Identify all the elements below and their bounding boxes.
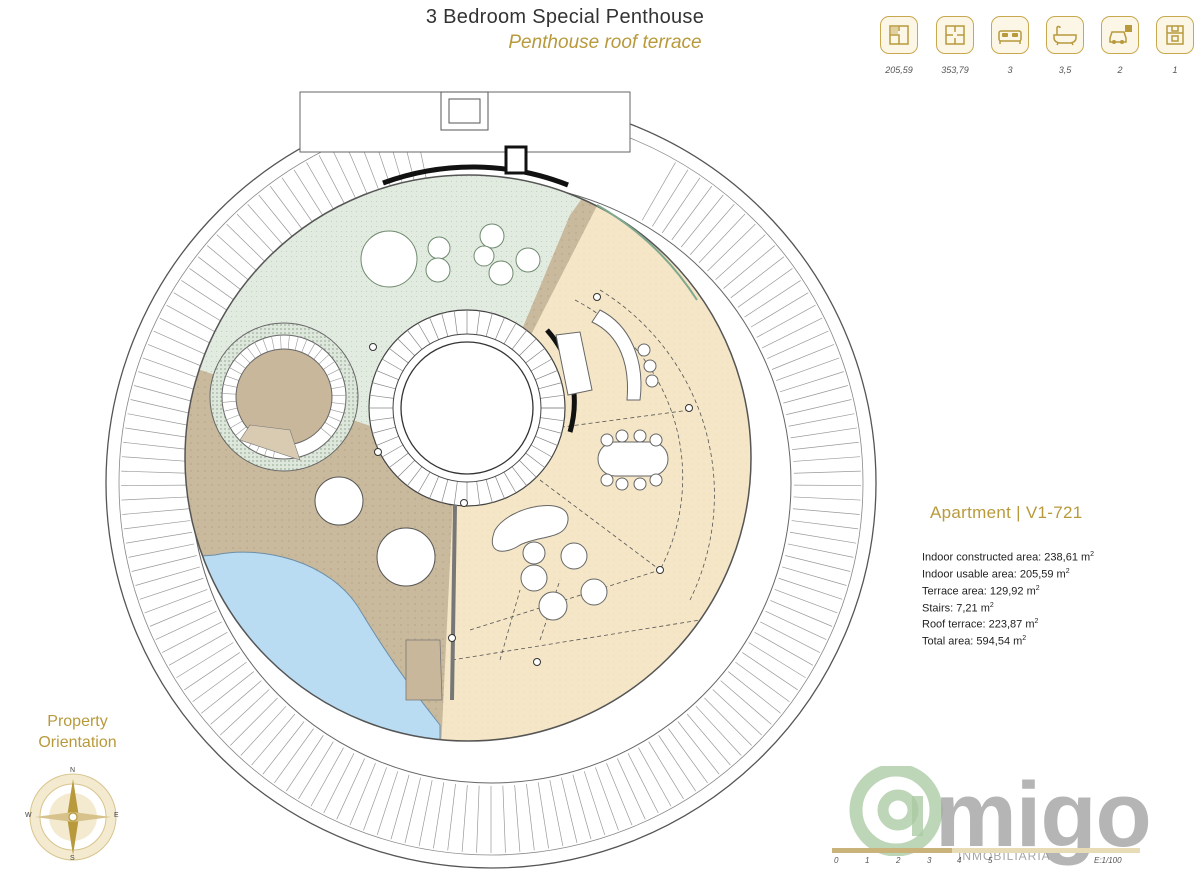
compass-east: E	[114, 812, 119, 819]
stat-total-area: 353,79	[935, 16, 975, 75]
scale-tick: 5	[988, 856, 993, 865]
brand-name: migo	[935, 764, 1152, 866]
storage-icon	[1156, 16, 1194, 54]
compass	[29, 773, 117, 861]
scale-bar: 0 1 2 3 4 5 E:1/100	[832, 848, 1140, 866]
planters	[360, 223, 541, 288]
scale-label: E:1/100	[1094, 856, 1122, 865]
scale-tick: 4	[957, 856, 962, 865]
area-item: Indoor constructed area: 238,61 m2	[922, 551, 1095, 564]
floor-plan-outline-icon	[936, 16, 974, 54]
orientation-label: Property Orientation	[38, 713, 117, 751]
compass-south: S	[70, 855, 75, 862]
balcony-slats	[121, 121, 861, 853]
stat-storage: 1	[1155, 16, 1195, 75]
area-item: Total area: 594,54 m2	[922, 635, 1027, 648]
bed-icon	[991, 16, 1029, 54]
area-item: Stairs: 7,21 m2	[922, 601, 994, 615]
stat-value: 205,59	[885, 65, 913, 75]
stat-value: 2	[1117, 65, 1123, 75]
scale-tick: 2	[896, 856, 901, 865]
furniture	[491, 309, 669, 621]
area-item: Roof terrace: 223,87 m2	[922, 618, 1039, 632]
parking-car-icon	[1101, 16, 1139, 54]
page-subtitle: Penthouse roof terrace	[508, 32, 702, 53]
area-item: Indoor usable area: 205,59 m2	[922, 567, 1070, 581]
scale-tick: 3	[927, 856, 932, 865]
stat-bathrooms: 3,5	[1045, 16, 1085, 75]
floor-plan-icon	[880, 16, 918, 54]
apartment-title: Apartment | V1-721	[930, 503, 1083, 522]
stat-value: 1	[1172, 65, 1178, 75]
stat-value: 353,79	[941, 65, 969, 75]
page-title: 3 Bedroom Special Penthouse	[425, 6, 705, 28]
scale-tick: 1	[865, 856, 870, 865]
stat-constructed-area: 205,59	[879, 16, 919, 75]
stat-bedrooms: 3	[990, 16, 1030, 75]
compass-west: W	[25, 812, 32, 819]
stat-value: 3	[1007, 65, 1013, 75]
area-list: Indoor constructed area: 238,61 m2 Indoo…	[922, 548, 1182, 649]
scale-tick: 0	[834, 856, 839, 865]
bathtub-icon	[1046, 16, 1084, 54]
area-item: Terrace area: 129,92 m2	[922, 584, 1040, 598]
compass-north: N	[70, 767, 76, 774]
stat-parking: 2	[1100, 16, 1140, 75]
stat-value: 3,5	[1058, 65, 1072, 75]
